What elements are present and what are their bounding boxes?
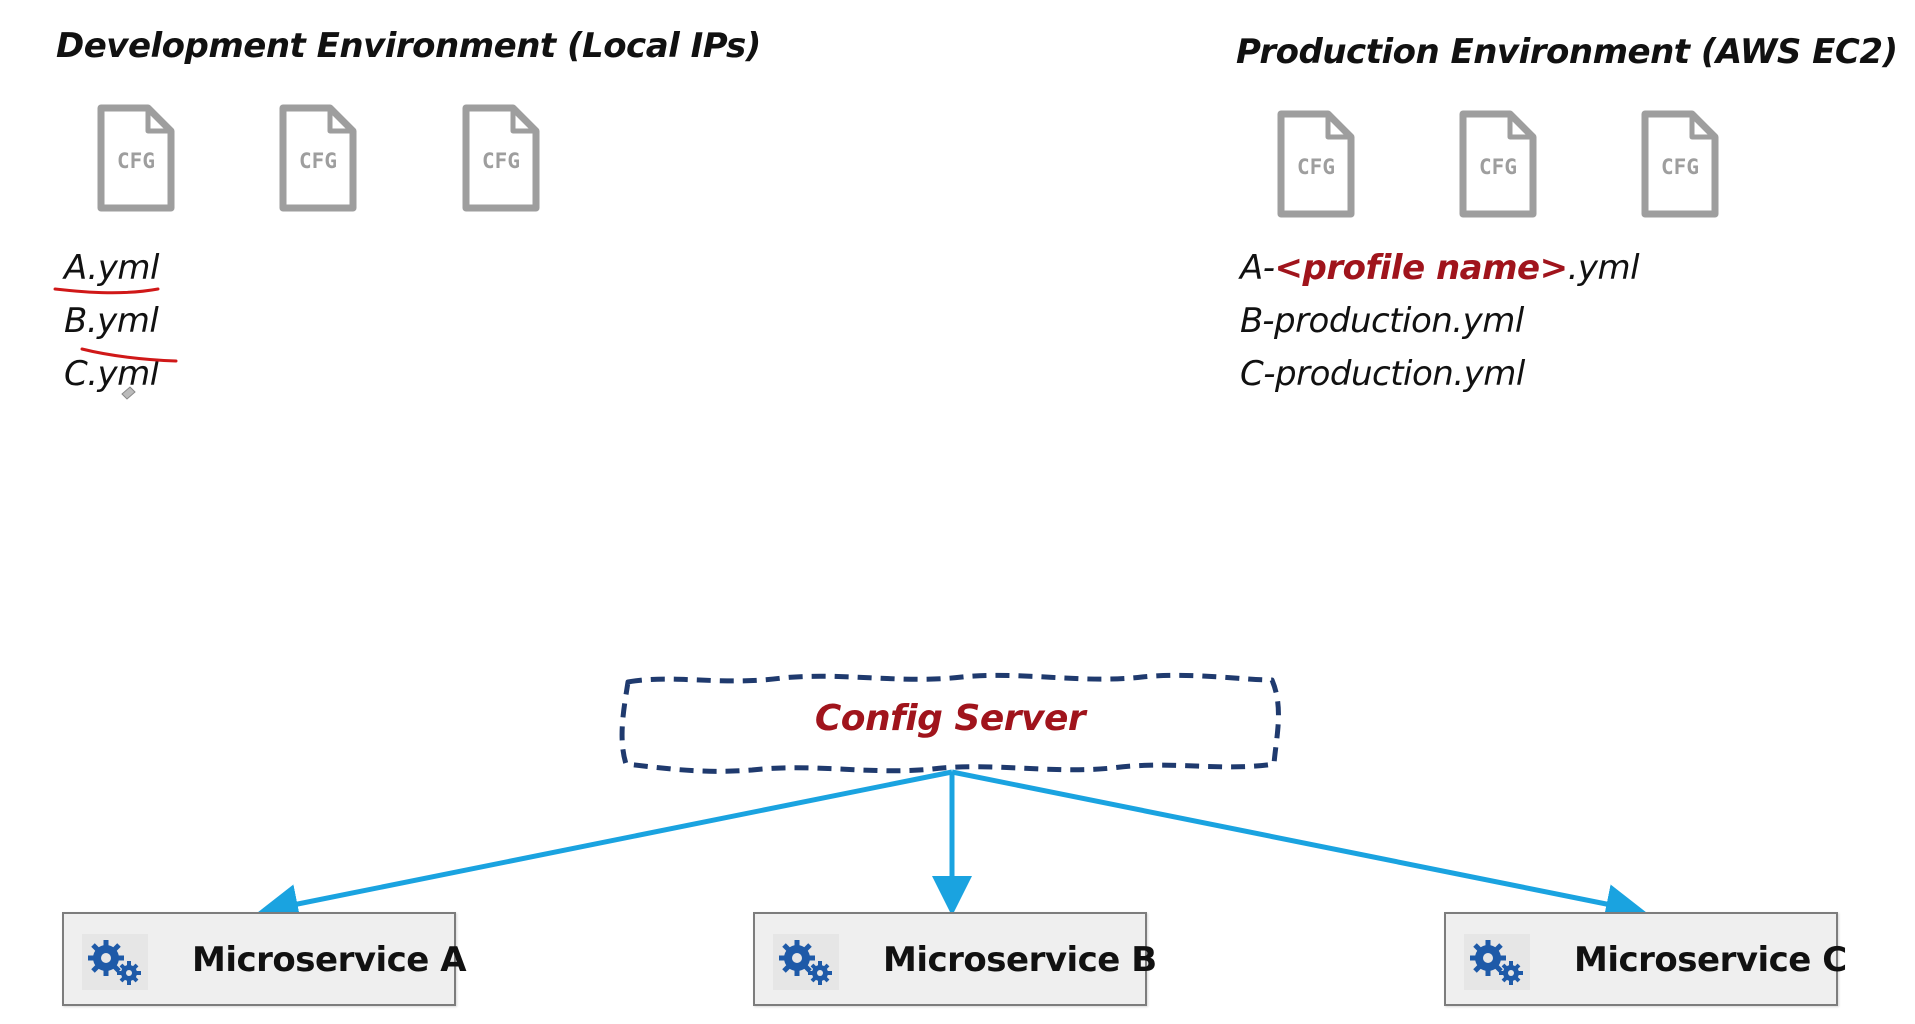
svg-text:CFG: CFG (117, 149, 155, 173)
microservice-label: Microservice A (192, 940, 467, 980)
prod-file-item: B-production.yml (1240, 301, 1524, 341)
file-suffix: .yml (1567, 248, 1640, 288)
profile-name-placeholder: <profile name> (1274, 248, 1569, 288)
config-server-label: Config Server (814, 698, 1086, 739)
arrow-to-microservice-a (258, 769, 953, 924)
svg-text:CFG: CFG (1479, 155, 1517, 179)
dev-environment-heading: Development Environment (Local IPs) (56, 26, 761, 66)
cfg-file-icon: CFG (1641, 110, 1719, 218)
config-server-dashed-border (619, 672, 1281, 774)
prod-file-item-profile: A-<profile name>.yml (1240, 242, 1640, 295)
cfg-file-icon: CFG (97, 104, 175, 212)
prod-environment-heading: Production Environment (AWS EC2) (1236, 32, 1898, 72)
prod-file-item: C-production.yml (1240, 354, 1525, 394)
microservice-label: Microservice C (1574, 940, 1847, 980)
svg-text:CFG: CFG (482, 149, 520, 173)
microservice-label: Microservice B (883, 940, 1157, 980)
dev-file-item: A.yml (64, 248, 159, 288)
dev-file-item: B.yml (64, 301, 159, 341)
prod-file-list: A-<profile name>.yml B-production.yml C-… (1240, 242, 1640, 401)
file-prefix: A- (1240, 248, 1275, 288)
arrow-to-microservice-c (951, 769, 1646, 924)
cfg-file-icon: CFG (279, 104, 357, 212)
gears-icon (1464, 934, 1530, 990)
gears-icon (773, 934, 839, 990)
svg-text:CFG: CFG (1297, 155, 1335, 179)
microservice-a-box: Microservice A (62, 912, 467, 1006)
cfg-file-icon: CFG (462, 104, 540, 212)
microservice-c-box: Microservice C (1444, 912, 1847, 1006)
microservice-b-box: Microservice B (753, 912, 1157, 1006)
svg-text:CFG: CFG (299, 149, 337, 173)
svg-text:CFG: CFG (1661, 155, 1699, 179)
config-server: Config Server (612, 668, 1288, 776)
cfg-file-icon: CFG (1459, 110, 1537, 218)
gears-icon (82, 934, 148, 990)
cfg-file-icon: CFG (1277, 110, 1355, 218)
